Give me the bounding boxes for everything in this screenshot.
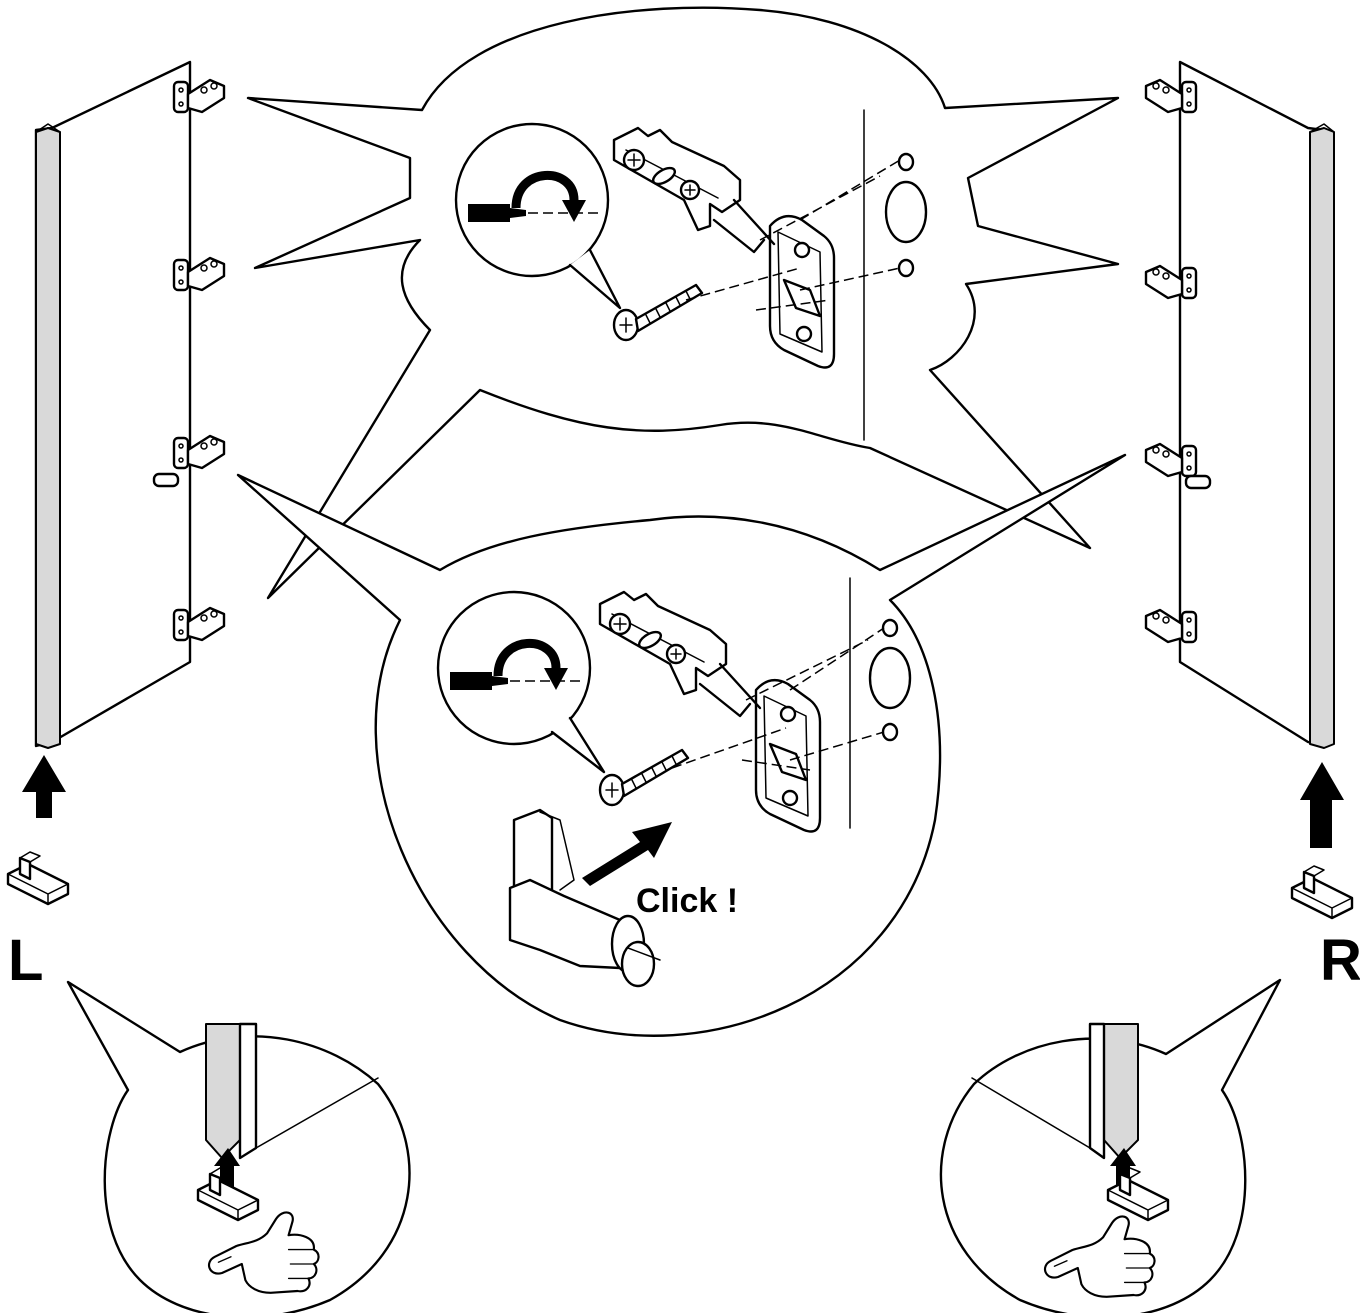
cabinet-wall-middle — [671, 577, 912, 829]
left-panel-closeup — [205, 1022, 379, 1160]
right-side-label: R — [1320, 928, 1360, 993]
right-hinge-4 — [1144, 608, 1198, 644]
up-arrow-icon — [22, 755, 66, 818]
click-callout-text: Click ! — [636, 882, 738, 920]
left-door-panel — [34, 60, 192, 749]
left-hinge-4 — [172, 606, 226, 642]
cabinet-wall-top — [685, 109, 928, 441]
left-hinge-3 — [152, 434, 226, 488]
right-panel-closeup — [971, 1022, 1139, 1160]
left-hinge-2 — [172, 256, 226, 292]
right-door-panel — [1178, 60, 1335, 749]
screwdriver-turn-icon — [456, 124, 608, 276]
left-hinge-1 — [172, 78, 226, 114]
left-end-cap — [6, 850, 70, 906]
up-arrow-icon — [1300, 762, 1344, 848]
bottom-left-magnifier — [66, 980, 411, 1313]
soft-close-damper — [508, 808, 661, 988]
right-hinge-1 — [1144, 78, 1198, 114]
right-hinge-3 — [1144, 442, 1212, 490]
click-arrow — [582, 822, 672, 886]
right-hinge-2 — [1144, 264, 1198, 300]
left-side-label: L — [8, 928, 43, 993]
middle-detail-bubble — [236, 453, 1127, 1037]
right-end-cap — [1290, 864, 1354, 920]
